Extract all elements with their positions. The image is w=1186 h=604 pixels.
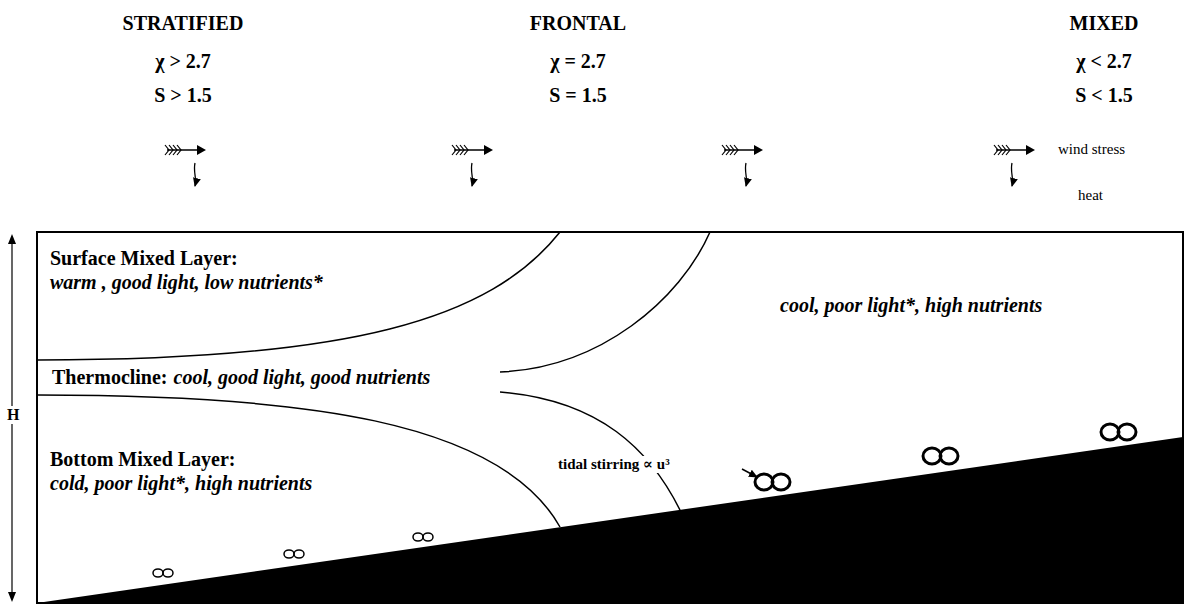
- heat-arrow: [194, 163, 195, 186]
- wind-shaft: [996, 149, 1028, 151]
- arrow-head: [484, 145, 493, 155]
- eddy-loop: [923, 448, 941, 464]
- forcing-label: wind stress: [1058, 141, 1125, 158]
- wind-arrow: [722, 145, 763, 155]
- section-frame: [37, 232, 1183, 603]
- layer-description: warm , good light, low nutrients*: [50, 270, 323, 294]
- water-layer: Thermocline:cool, good light, good nutri…: [52, 365, 430, 389]
- zone-title: FRONTAL: [530, 12, 626, 35]
- criterion: S = 1.5: [549, 84, 607, 107]
- layer-heading: Bottom Mixed Layer:: [50, 447, 312, 471]
- eddy-loop: [940, 448, 958, 464]
- wind-shaft: [167, 149, 199, 151]
- arrow-head: [8, 234, 16, 244]
- surface-layer-boundary: [38, 232, 560, 360]
- thermocline-boundary: [500, 232, 710, 372]
- eddy-symbols-small: [153, 533, 433, 577]
- arrow-head: [754, 145, 763, 155]
- leader-arrow: [742, 469, 757, 477]
- eddy-loop: [772, 474, 790, 490]
- annotation: tidal stirring ∝ u³: [556, 456, 672, 473]
- depth-label: H: [5, 406, 21, 424]
- bottom-layer-boundary: [38, 395, 560, 527]
- layer-heading: Thermocline:: [52, 365, 168, 389]
- front-boundary: [500, 392, 680, 510]
- wind-feathers: [165, 145, 181, 155]
- wind-feathers: [994, 145, 1010, 155]
- eddy-loop: [1118, 424, 1136, 440]
- eddy-loop: [284, 550, 294, 558]
- eddy-symbols-large: [755, 424, 1136, 490]
- eddy-loop: [163, 569, 173, 577]
- water-layer: Surface Mixed Layer:warm , good light, l…: [50, 246, 323, 294]
- criterion: χ > 2.7: [155, 50, 211, 73]
- water-layer: Bottom Mixed Layer:cold, poor light*, hi…: [50, 447, 312, 495]
- layer-description: cold, poor light*, high nutrients: [50, 471, 312, 495]
- wind-shaft: [724, 149, 756, 151]
- wind-feathers: [452, 145, 468, 155]
- eddy-loop: [413, 533, 423, 541]
- zone-title: MIXED: [1070, 12, 1139, 35]
- layer-description: cool, good light, good nutrients: [174, 365, 431, 389]
- heat-arrow: [745, 163, 746, 186]
- water-layer: cool, poor light*, high nutrients: [780, 293, 1042, 317]
- eddy-loop: [294, 550, 304, 558]
- criterion: χ < 2.7: [1076, 50, 1132, 73]
- seabed: [37, 437, 1183, 604]
- eddy-loop: [755, 474, 773, 490]
- wind-shaft: [454, 149, 486, 151]
- heat-arrow: [471, 163, 472, 186]
- layer-heading: Surface Mixed Layer:: [50, 246, 323, 270]
- zone-title: STRATIFIED: [123, 12, 244, 35]
- arrow-head: [8, 592, 16, 602]
- wind-arrow: [452, 145, 493, 155]
- arrow-head: [197, 145, 206, 155]
- criterion: S < 1.5: [1075, 84, 1133, 107]
- eddy-loop: [1101, 424, 1119, 440]
- wind-arrow: [165, 145, 206, 155]
- heat-arrow: [1011, 163, 1012, 186]
- forcing-label: heat: [1078, 187, 1103, 204]
- criterion: χ = 2.7: [550, 50, 606, 73]
- wind-arrow: [994, 145, 1035, 155]
- wind-feathers: [722, 145, 738, 155]
- criterion: S > 1.5: [154, 84, 212, 107]
- layer-description: cool, poor light*, high nutrients: [780, 293, 1042, 317]
- eddy-loop: [423, 533, 433, 541]
- arrow-head: [1026, 145, 1035, 155]
- eddy-loop: [153, 569, 163, 577]
